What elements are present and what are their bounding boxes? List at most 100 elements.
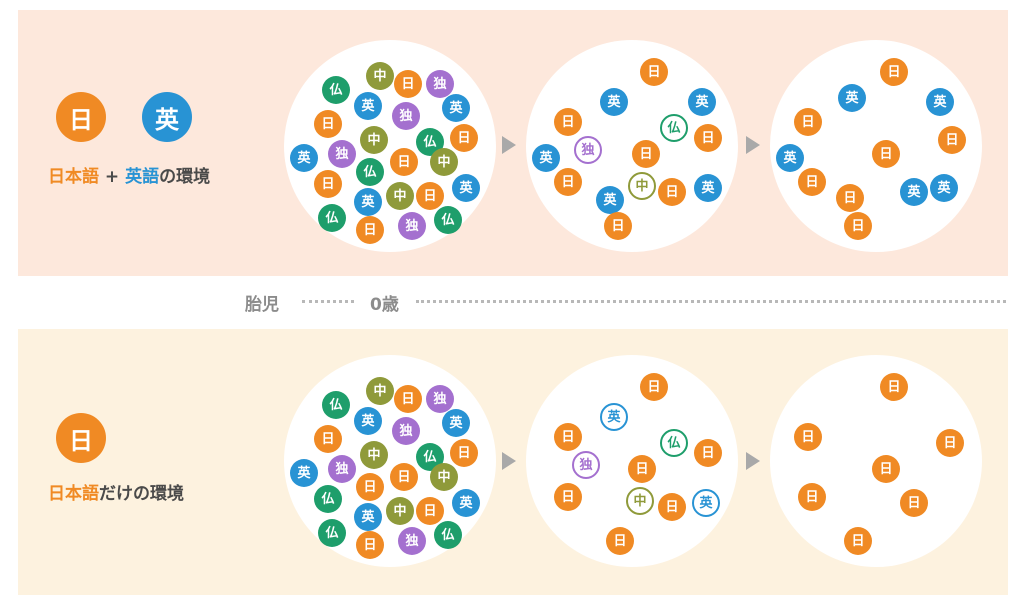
japanese-token: 日 (314, 170, 342, 198)
english-token: 英 (776, 144, 804, 172)
japanese-token: 日 (390, 148, 418, 176)
monolingual-caption: 日本語だけの環境 (48, 479, 184, 504)
chinese-token: 中 (628, 172, 656, 200)
german-token: 独 (398, 212, 426, 240)
english-token: 英 (442, 409, 470, 437)
french-token: 仏 (322, 76, 350, 104)
french-token: 仏 (356, 158, 384, 186)
english-token: 英 (692, 489, 720, 517)
japanese-token: 日 (872, 140, 900, 168)
arrow-right-icon (502, 136, 516, 154)
japanese-token: 日 (938, 126, 966, 154)
japanese-token: 日 (798, 168, 826, 196)
german-token: 独 (426, 70, 454, 98)
japanese-token: 日 (390, 463, 418, 491)
english-token: 英 (600, 403, 628, 431)
japanese-token: 日 (900, 489, 928, 517)
english-token: 英 (694, 174, 722, 202)
japanese-token: 日 (640, 373, 668, 401)
french-token: 仏 (660, 429, 688, 457)
english-token: 英 (600, 88, 628, 116)
japanese-token: 日 (936, 429, 964, 457)
japanese-token: 日 (314, 110, 342, 138)
japanese-badge: 日 (56, 92, 106, 142)
english-token: 英 (442, 94, 470, 122)
japanese-token: 日 (844, 212, 872, 240)
japanese-token: 日 (872, 455, 900, 483)
caption-environment: だけの環境 (99, 484, 184, 504)
english-token: 英 (452, 489, 480, 517)
english-token: 英 (452, 174, 480, 202)
english-token: 英 (900, 178, 928, 206)
english-token: 英 (926, 88, 954, 116)
monolingual-environment-panel: 日 日本語だけの環境 仏中日独英英日独中仏日英独日仏中日英中日英仏日独仏 日英日… (18, 329, 1008, 595)
japanese-token: 日 (628, 455, 656, 483)
timeline-dots (416, 300, 1006, 303)
english-token: 英 (354, 188, 382, 216)
bilingual-caption: 日本語 + 英語の環境 (48, 162, 210, 187)
japanese-token: 日 (356, 473, 384, 501)
japanese-token: 日 (554, 168, 582, 196)
timeline-dots (302, 300, 354, 303)
japanese-token: 日 (606, 527, 634, 555)
japanese-token: 日 (794, 108, 822, 136)
japanese-token: 日 (658, 178, 686, 206)
german-token: 独 (574, 136, 602, 164)
german-token: 独 (328, 455, 356, 483)
german-token: 独 (392, 102, 420, 130)
chinese-token: 中 (360, 126, 388, 154)
english-token: 英 (532, 144, 560, 172)
timeline-fetus-label: 胎児 (245, 295, 279, 315)
japanese-token: 日 (554, 423, 582, 451)
french-token: 仏 (416, 443, 444, 471)
chinese-token: 中 (430, 463, 458, 491)
japanese-token: 日 (356, 216, 384, 244)
japanese-token: 日 (880, 58, 908, 86)
chinese-token: 中 (626, 487, 654, 515)
japanese-token: 日 (604, 212, 632, 240)
french-token: 仏 (416, 128, 444, 156)
arrow-right-icon (746, 136, 760, 154)
japanese-token: 日 (798, 483, 826, 511)
english-token: 英 (930, 174, 958, 202)
french-token: 仏 (660, 114, 688, 142)
bilingual-environment-panel: 日 英 日本語 + 英語の環境 仏中日独日英独英中仏日英独日中日仏英中日英仏日独… (18, 10, 1008, 276)
japanese-token: 日 (450, 124, 478, 152)
english-token: 英 (354, 407, 382, 435)
english-token: 英 (354, 503, 382, 531)
french-token: 仏 (434, 521, 462, 549)
japanese-token: 日 (554, 108, 582, 136)
timeline-birth-label: 0歳 (370, 295, 399, 315)
caption-japanese: 日本語 (48, 484, 99, 504)
caption-english: 英語 (125, 167, 160, 187)
german-token: 独 (572, 451, 600, 479)
japanese-token: 日 (416, 497, 444, 525)
german-token: 独 (398, 527, 426, 555)
japanese-token: 日 (394, 385, 422, 413)
japanese-token: 日 (416, 182, 444, 210)
chinese-token: 中 (386, 497, 414, 525)
french-token: 仏 (318, 204, 346, 232)
chinese-token: 中 (366, 62, 394, 90)
caption-environment: の環境 (159, 167, 211, 187)
french-token: 仏 (318, 519, 346, 547)
chinese-token: 中 (386, 182, 414, 210)
japanese-token: 日 (632, 140, 660, 168)
french-token: 仏 (314, 485, 342, 513)
chinese-token: 中 (366, 377, 394, 405)
english-token: 英 (838, 84, 866, 112)
french-token: 仏 (434, 206, 462, 234)
japanese-token: 日 (640, 58, 668, 86)
japanese-token: 日 (880, 373, 908, 401)
caption-japanese: 日本語 (48, 167, 99, 187)
japanese-token: 日 (658, 493, 686, 521)
japanese-token: 日 (844, 527, 872, 555)
arrow-right-icon (502, 452, 516, 470)
french-token: 仏 (322, 391, 350, 419)
japanese-token: 日 (554, 483, 582, 511)
english-token: 英 (290, 144, 318, 172)
caption-plus: + (99, 167, 126, 187)
japanese-token: 日 (394, 70, 422, 98)
stage-circle-later: 日英英日日英日日英日英日 (770, 40, 982, 252)
german-token: 独 (392, 417, 420, 445)
